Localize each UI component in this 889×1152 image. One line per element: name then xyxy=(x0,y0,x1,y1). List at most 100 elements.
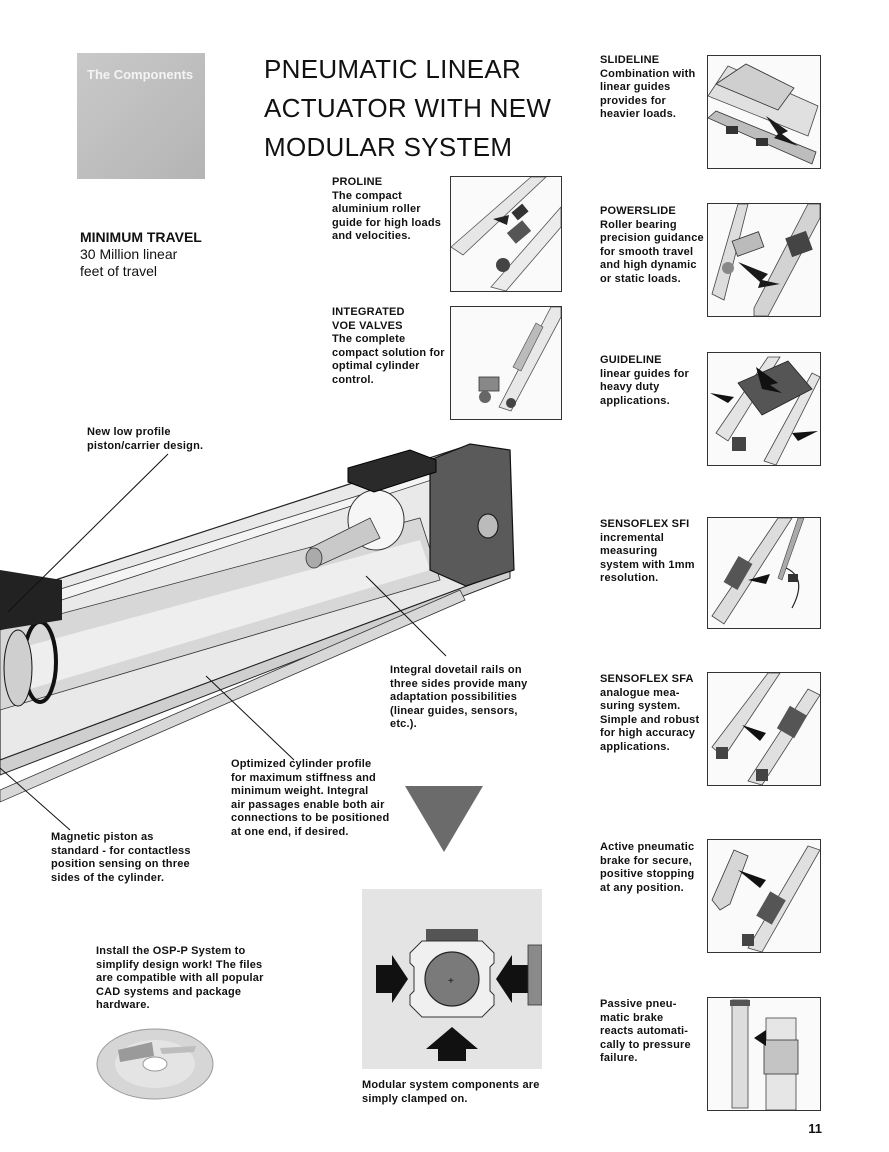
item-text: at any position. xyxy=(600,881,684,894)
rails-callout: Integral dovetail rails on three sides p… xyxy=(390,664,527,732)
down-arrow-icon xyxy=(405,786,483,852)
cd-disc-icon xyxy=(96,1028,214,1100)
passive-brake-description: Passive pneu- matic brake reacts automat… xyxy=(600,998,691,1066)
callout-line: Magnetic piston as xyxy=(51,831,154,843)
page-title: PNEUMATIC LINEAR ACTUATOR WITH NEW MODUL… xyxy=(264,50,551,167)
item-name: Active pneumatic xyxy=(600,841,695,853)
item-text: and high dynamic xyxy=(600,259,697,271)
item-text: resolution. xyxy=(600,572,659,584)
voe-valves-image xyxy=(450,306,562,420)
piston-callout: New low profile piston/carrier design. xyxy=(87,426,203,453)
callout-line: air passages enable both air xyxy=(231,798,385,811)
passive-brake-image xyxy=(707,997,821,1111)
title-line-1: PNEUMATIC LINEAR xyxy=(264,54,522,84)
callout-line: for maximum stiffness and xyxy=(231,771,376,784)
item-text: Combination with xyxy=(600,67,696,80)
active-brake-description: Active pneumatic brake for secure, posit… xyxy=(600,841,694,895)
item-text: brake for secure, xyxy=(600,854,693,867)
item-text: provides for xyxy=(600,94,666,107)
item-text: The compact xyxy=(332,189,403,202)
item-text: cally to pressure xyxy=(600,1038,691,1051)
callout-line: three sides provide many xyxy=(390,677,528,690)
item-text: heavy duty xyxy=(600,381,660,393)
callout-line: are compatible with all popular xyxy=(96,972,264,984)
item-text: Roller bearing xyxy=(600,218,677,231)
sensoflex-sfi-image xyxy=(707,517,821,629)
item-text: failure. xyxy=(600,1052,638,1064)
callout-line: Install the OSP-P System to xyxy=(96,945,246,957)
callout-line: simplify design work! The files xyxy=(96,958,263,971)
svg-text:+: + xyxy=(448,976,454,987)
callout-line: etc.). xyxy=(390,718,417,730)
sensoflex-sfa-description: SENSOFLEX SFA analogue mea- suring syste… xyxy=(600,673,699,754)
item-text: heavier loads. xyxy=(600,108,677,120)
item-name: INTEGRATED xyxy=(332,306,405,318)
sensoflex-sfa-image xyxy=(707,672,821,786)
slideline-image xyxy=(707,55,821,169)
powerslide-image xyxy=(707,203,821,317)
item-text: The complete xyxy=(332,333,406,345)
callout-line: simply clamped on. xyxy=(362,1092,468,1105)
slideline-description: SLIDELINE Combination with linear guides… xyxy=(600,54,695,122)
travel-line-3: feet of travel xyxy=(80,263,158,279)
callout-line: New low profile xyxy=(87,426,171,438)
callout-line: at one end, if desired. xyxy=(231,825,349,838)
section-label: The Components xyxy=(87,67,194,82)
item-text: precision guidance xyxy=(600,232,704,244)
proline-description: PROLINE The compact aluminium roller gui… xyxy=(332,176,441,244)
item-text: suring system. xyxy=(600,700,681,712)
item-text: aluminium roller xyxy=(332,203,421,215)
callout-line: minimum weight. Integral xyxy=(231,785,369,797)
item-text: analogue mea- xyxy=(600,686,680,699)
item-name: SLIDELINE xyxy=(600,54,660,66)
callout-line: hardware. xyxy=(96,999,150,1011)
callout-line: Modular system components are xyxy=(362,1079,540,1091)
travel-heading: MINIMUM TRAVEL xyxy=(80,229,202,245)
callout-line: Optimized cylinder profile xyxy=(231,758,372,770)
magnetic-piston-callout: Magnetic piston as standard - for contac… xyxy=(51,831,191,885)
item-text: matic brake xyxy=(600,1011,664,1024)
item-name: POWERSLIDE xyxy=(600,205,676,217)
title-line-3: MODULAR SYSTEM xyxy=(264,132,513,162)
item-name: Passive pneu- xyxy=(600,998,677,1010)
callout-line: piston/carrier design. xyxy=(87,439,204,452)
item-text: measuring xyxy=(600,545,658,557)
callout-line: Integral dovetail rails on xyxy=(390,664,522,676)
profile-callout: Optimized cylinder profile for maximum s… xyxy=(231,758,389,839)
item-text: linear guides for xyxy=(600,367,689,380)
item-text: system with 1mm xyxy=(600,558,695,571)
modular-clamp-diagram: + xyxy=(362,889,542,1069)
install-note: Install the OSP-P System to simplify des… xyxy=(96,945,264,1013)
item-text: for high accuracy xyxy=(600,727,696,739)
item-text: for smooth travel xyxy=(600,245,694,258)
clamped-caption: Modular system components are simply cla… xyxy=(362,1079,540,1106)
callout-line: adaptation possibilities xyxy=(390,691,518,703)
page-number: 11 xyxy=(808,1121,822,1136)
item-text: guide for high loads xyxy=(332,216,442,229)
voe-valves-description: INTEGRATED VOE VALVES The complete compa… xyxy=(332,306,445,387)
item-text: incremental xyxy=(600,531,664,544)
callout-line: position sensing on three xyxy=(51,858,190,870)
callout-line: connections to be positioned xyxy=(231,812,390,824)
sensoflex-sfi-description: SENSOFLEX SFI incremental measuring syst… xyxy=(600,518,695,586)
callout-line: (linear guides, sensors, xyxy=(390,704,518,717)
item-text: positive stopping xyxy=(600,868,695,880)
item-name: PROLINE xyxy=(332,176,383,188)
actuator-illustration xyxy=(0,443,515,831)
item-text: Simple and robust xyxy=(600,713,700,726)
item-text: compact solution for xyxy=(332,346,445,359)
travel-line-2: 30 Million linear xyxy=(80,246,178,262)
minimum-travel-note: MINIMUM TRAVEL 30 Million linear feet of… xyxy=(80,229,202,280)
item-text: control. xyxy=(332,373,374,386)
powerslide-description: POWERSLIDE Roller bearing precision guid… xyxy=(600,205,704,286)
item-text: VOE VALVES xyxy=(332,319,403,332)
callout-line: sides of the cylinder. xyxy=(51,871,165,884)
section-header-box: The Components xyxy=(77,53,205,179)
item-name: SENSOFLEX SFI xyxy=(600,518,690,530)
guideline-image xyxy=(707,352,821,466)
proline-image xyxy=(450,176,562,292)
callout-line: standard - for contactless xyxy=(51,844,191,857)
title-line-2: ACTUATOR WITH NEW xyxy=(264,93,552,123)
item-text: applications. xyxy=(600,394,670,407)
item-name: SENSOFLEX SFA xyxy=(600,673,694,685)
